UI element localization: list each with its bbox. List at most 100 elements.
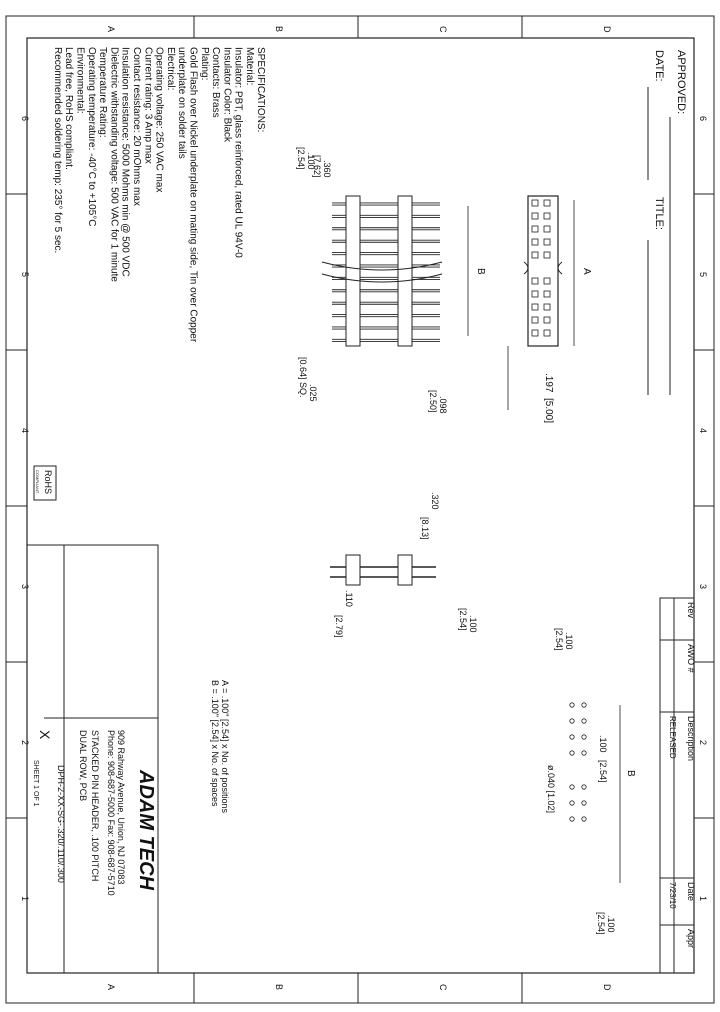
dim-254a: [2.54] [296, 147, 306, 170]
rev-header: Date [686, 882, 696, 901]
scale-mark: X [37, 730, 53, 740]
spec-line: Electrical: [165, 47, 176, 90]
pin-square [531, 303, 539, 311]
zone-row-label: B [274, 26, 284, 32]
rev-header: Description [686, 716, 696, 761]
pcb-hole [569, 800, 575, 806]
rohs-text: RoHS [43, 470, 53, 494]
pcb-hole [581, 702, 587, 708]
specifications: SPECIFICATIONS: Material:Insulator: PBT,… [52, 47, 266, 343]
dim-279: [2.79] [334, 615, 344, 638]
spec-line: Contact resistance: 20 mOhms max [131, 47, 142, 206]
dim-500: [5.00] [543, 398, 554, 423]
rev-header: Rev [686, 602, 696, 619]
company-name: ADAM TECH [135, 769, 157, 891]
pcb-254c: [2.54] [598, 760, 608, 783]
pcb-hole [569, 816, 575, 822]
description-line-2: DUAL ROW, PCB [78, 730, 88, 801]
pin-square [543, 199, 551, 207]
rohs-subtext: COMPLIANT [35, 470, 40, 494]
zone-row-label: A [106, 26, 116, 32]
dim-025: .025 [308, 384, 318, 402]
dim-762: [7.62] [312, 155, 322, 178]
spec-line: Material: [244, 47, 255, 85]
top-pins [531, 199, 551, 337]
spec-line: underplate on solder tails [176, 47, 187, 159]
pcb-b: B [625, 770, 636, 777]
pin-square [543, 290, 551, 298]
zone-col-label: 5 [698, 272, 708, 277]
pin-square [531, 277, 539, 285]
spec-line: Environmental: [75, 47, 86, 114]
title-block: ADAM TECH 909 Rahway Avenue, Union, NJ 0… [26, 544, 159, 974]
dim-254b: [2.54] [458, 608, 468, 631]
dim-098: .098 [438, 396, 448, 414]
spec-line: Plating: [199, 47, 210, 80]
spec-heading: SPECIFICATIONS: [255, 47, 266, 132]
pin-square [543, 329, 551, 337]
dim-100a: .100 [306, 152, 316, 170]
dim-250: [2.50] [428, 390, 438, 413]
spec-line: Gold Flash over Nickel underplate on mat… [188, 47, 199, 343]
spec-line: Operating temperature: -40°C to +105°C [86, 47, 97, 226]
pcb-hole [581, 816, 587, 822]
note-a: A = .100" [2.54] x No. of positions [220, 680, 230, 814]
pcb-hole [581, 718, 587, 724]
pcb-hole-dim: ø.040 [1.02] [546, 765, 556, 813]
dim-197: .197 [543, 373, 554, 393]
outer-border [5, 15, 715, 1004]
pcb-hole [569, 718, 575, 724]
pin-square [531, 199, 539, 207]
zone-row-label: D [602, 26, 612, 33]
approvals-block: APPROVED: DATE: TITLE: [647, 50, 687, 395]
pcb-holes [569, 702, 587, 822]
zone-col-label: 6 [20, 116, 30, 121]
dim-b: B [475, 268, 486, 275]
pin-square [543, 212, 551, 220]
dim-064: [0.64] SQ. [298, 357, 308, 398]
front-view: B .360 [7.62] .100 [2.54] .025 [0.64] SQ… [296, 147, 486, 414]
rev-header: Appr [686, 929, 696, 948]
pin-square [543, 277, 551, 285]
spec-line: Recommended soldering temp: 235° for 5 s… [52, 47, 63, 253]
pin-square [543, 303, 551, 311]
zone-col-label: 4 [698, 428, 708, 433]
pcb-hole [569, 750, 575, 756]
pin-square [531, 212, 539, 220]
rohs-badge: RoHS COMPLIANT [33, 465, 57, 501]
dim-100b: .100 [468, 615, 478, 633]
dim-320: .320 [430, 492, 440, 510]
zone-col-label: 3 [20, 584, 30, 589]
pcb-100a: .100 [564, 632, 574, 650]
spec-line: Insulator Color: Black [221, 47, 232, 143]
pcb-hole [581, 800, 587, 806]
zone-col-label: 1 [20, 896, 30, 901]
zone-row-label: C [438, 26, 448, 33]
spec-line: Insulation resistance: 5000 Mohms min @ … [120, 47, 131, 277]
dim-813: [8.13] [420, 517, 430, 540]
pin-square [543, 316, 551, 324]
side-view: .320 [8.13] .110 [2.79] .100 [2.54] [330, 492, 478, 638]
spec-line: Lead free, RoHS compliant. [63, 47, 74, 170]
zone-col-label: 6 [698, 116, 708, 121]
spec-lines: Material:Insulator: PBT, glass reinforce… [52, 47, 255, 343]
spec-line: Current rating: 3 Amp max [142, 47, 153, 164]
pcb-hole [569, 702, 575, 708]
pin-square [531, 251, 539, 259]
pcb-hole [569, 784, 575, 790]
zone-col-label: 2 [20, 740, 30, 745]
part-number: DPH-2-XX-SG-.320/.110/.300 [56, 765, 66, 883]
note-b: B = .100" [2.54] x No. of spaces [210, 680, 220, 807]
company-address: 909 Rahway Avenue, Union, NJ 07083 [116, 730, 126, 884]
spec-line: Dielectric withstanding voltage: 500 VAC… [108, 47, 119, 282]
pcb-100c: .100 [598, 735, 608, 753]
pin-square [531, 316, 539, 324]
dim-110: .110 [344, 590, 354, 607]
zone-row-label: C [438, 984, 448, 991]
sheet-label: SHEET 1 OF 1 [32, 760, 39, 807]
pin-square [531, 290, 539, 298]
pcb-100d: .100 [606, 915, 616, 933]
